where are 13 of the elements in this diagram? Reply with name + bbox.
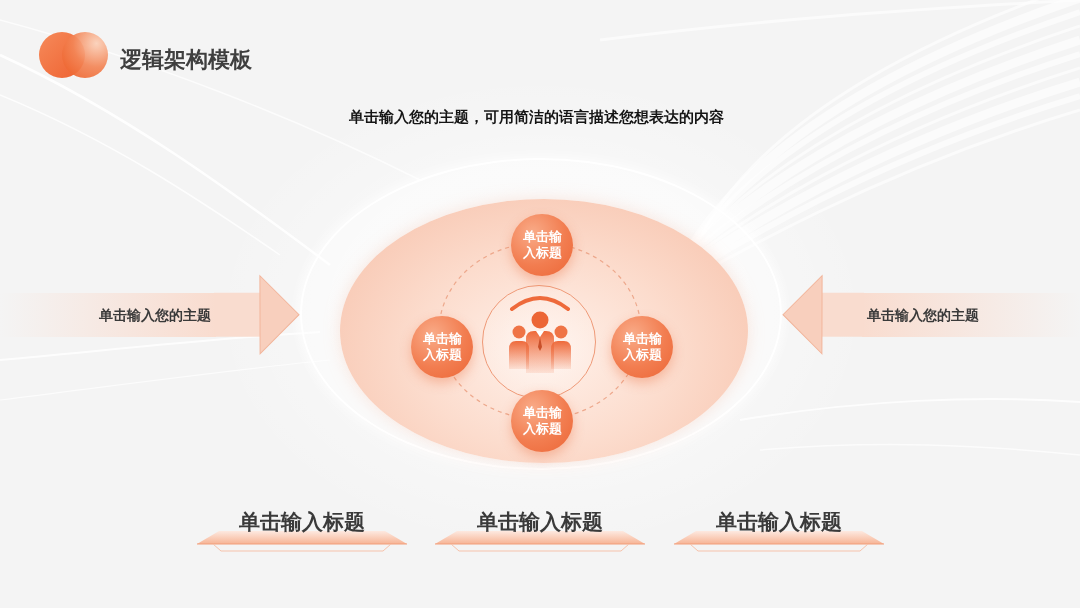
title-circle: 单击输入标题 [611, 316, 673, 378]
slide-title: 逻辑架构模板 [120, 46, 252, 74]
arrow [213, 275, 300, 355]
title-platform: 单击输入标题 [435, 507, 645, 553]
dashed-arc [570, 246, 640, 315]
title-platform: 单击输入标题 [197, 507, 407, 553]
title-circle: 单击输入标题 [511, 214, 573, 276]
title-circle: 单击输入标题 [511, 390, 573, 452]
dashed-arc [440, 246, 510, 315]
arrow [782, 275, 865, 355]
title-platform: 单击输入标题 [674, 507, 884, 553]
title-circle: 单击输入标题 [411, 316, 473, 378]
subtitle: 单击输入您的主题，可用简洁的语言描述您想表达的内容 [348, 108, 724, 127]
